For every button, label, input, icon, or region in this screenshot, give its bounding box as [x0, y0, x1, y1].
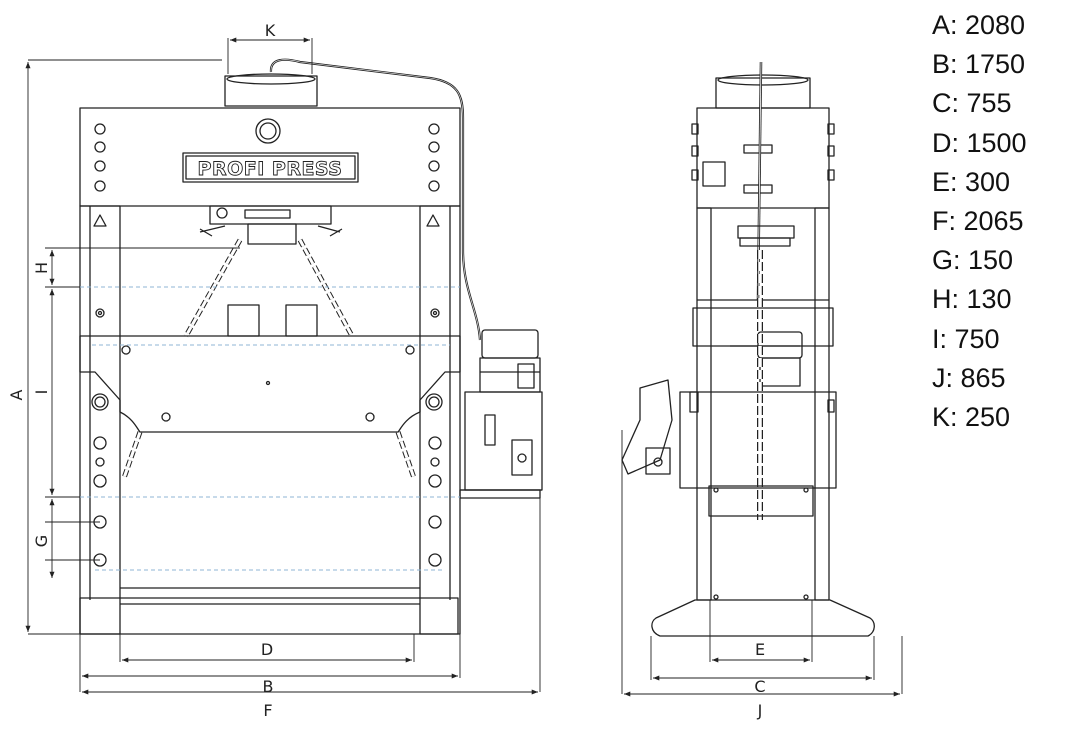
side-crosshead — [696, 107, 830, 209]
legend-item-a: A: 2080 — [932, 10, 1026, 40]
dim-label-h: H — [32, 262, 51, 274]
side-control-panel — [621, 379, 673, 475]
dim-label-j: J — [757, 701, 763, 720]
dimension-legend: A: 2080 B: 1750 C: 755 D: 1500 E: 300 F:… — [932, 8, 1027, 439]
front-hidden-lines — [80, 286, 460, 571]
front-view — [79, 58, 543, 635]
legend-item-g: G: 150 — [932, 245, 1014, 276]
side-cylinder — [715, 77, 811, 109]
side-view — [621, 61, 875, 637]
legend-item-e: E: 300 — [932, 166, 1011, 197]
front-ram — [209, 205, 332, 225]
warning-triangle-icon — [93, 214, 107, 227]
dim-label-k: K — [265, 21, 276, 40]
front-base — [79, 597, 459, 635]
dim-label-i: I — [32, 390, 51, 395]
front-hydraulic-hose — [269, 58, 482, 341]
dim-label-f: F — [263, 701, 272, 720]
front-bolster — [79, 335, 461, 433]
pressure-gauge-icon — [255, 118, 281, 144]
front-cylinder — [224, 75, 318, 107]
legend-item-i: I: 750 — [932, 323, 1000, 354]
legend-item-j: J: 865 — [932, 362, 1006, 393]
dimension-lines — [25, 37, 903, 697]
dimension-labels: K A H I G D B F E C J — [7, 21, 766, 720]
legend-item-d: D: 1500 — [932, 127, 1027, 158]
brand-plate-text: PROFI PRESS — [198, 158, 343, 180]
legend-item-h: H: 130 — [932, 284, 1012, 315]
side-base — [651, 599, 875, 637]
legend-item-b: B: 1750 — [932, 49, 1026, 80]
side-columns — [696, 207, 712, 601]
dim-label-d: D — [261, 640, 273, 659]
warning-triangle-icon — [426, 214, 440, 227]
legend-item-f: F: 2065 — [932, 205, 1024, 236]
side-crosshead-bolts — [691, 123, 835, 181]
dim-label-g: G — [32, 535, 51, 547]
dim-label-b: B — [263, 677, 274, 696]
brand-plate — [182, 152, 359, 183]
dim-label-e: E — [755, 640, 765, 659]
dim-label-c: C — [754, 677, 765, 696]
column-holes — [93, 308, 442, 567]
legend-item-c: C: 755 — [932, 88, 1012, 119]
crosshead-bolts — [94, 123, 440, 192]
dim-label-a: A — [7, 389, 26, 400]
front-pump-unit — [459, 329, 543, 499]
front-chains — [121, 238, 417, 479]
legend-item-k: K: 250 — [932, 401, 1011, 432]
